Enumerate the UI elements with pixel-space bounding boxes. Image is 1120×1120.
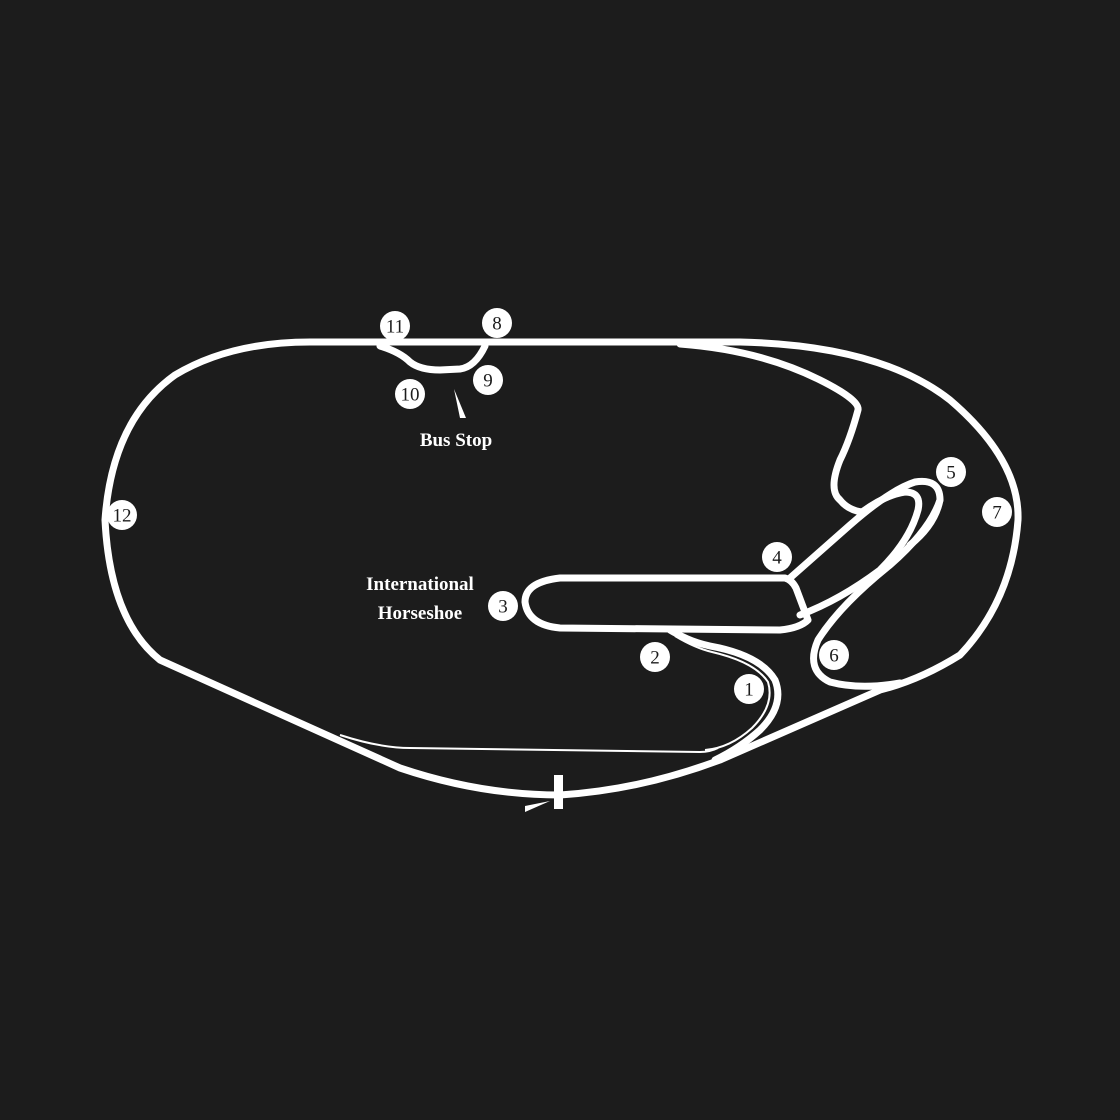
turn-marker-11: 11 — [380, 311, 410, 341]
turn-marker-3: 3 — [488, 591, 518, 621]
turn1-turn2-section — [666, 626, 782, 764]
turn5-inner-loop — [796, 488, 923, 619]
outer-oval-track — [101, 338, 1022, 799]
turn-marker-4: 4 — [762, 542, 792, 572]
bus-stop-chicane — [376, 342, 489, 374]
international-horseshoe-label-line1: International — [366, 574, 474, 595]
turn-marker-5: 5 — [936, 457, 966, 487]
turn-marker-8: 8 — [482, 308, 512, 338]
svg-text:11: 11 — [386, 317, 404, 338]
turn-marker-6: 6 — [819, 640, 849, 670]
svg-text:4: 4 — [772, 548, 782, 569]
turn-marker-1: 1 — [734, 674, 764, 704]
svg-text:12: 12 — [113, 506, 132, 527]
turn-marker-2: 2 — [640, 642, 670, 672]
direction-arrow-icon — [525, 801, 550, 812]
svg-text:7: 7 — [992, 503, 1002, 524]
start-finish-line — [554, 775, 563, 809]
turn1-turn2-inner-line — [674, 635, 771, 751]
svg-text:10: 10 — [401, 385, 420, 406]
bus-stop-pointer-icon — [454, 389, 466, 418]
svg-text:6: 6 — [829, 646, 839, 667]
turn-marker-12: 12 — [107, 500, 137, 530]
svg-text:3: 3 — [498, 597, 508, 618]
turn-marker-10: 10 — [395, 379, 425, 409]
turn6-loop — [810, 496, 944, 690]
svg-text:8: 8 — [492, 314, 502, 335]
turn-marker-7: 7 — [982, 497, 1012, 527]
turn-marker-9: 9 — [473, 365, 503, 395]
infield-connector-north — [676, 340, 866, 516]
svg-text:5: 5 — [946, 463, 956, 484]
svg-text:2: 2 — [650, 648, 660, 669]
svg-text:9: 9 — [483, 371, 493, 392]
bus-stop-label: Bus Stop — [420, 430, 492, 451]
international-horseshoe-label-line2: Horseshoe — [378, 603, 462, 624]
pit-lane — [339, 734, 719, 754]
svg-text:1: 1 — [744, 680, 754, 701]
